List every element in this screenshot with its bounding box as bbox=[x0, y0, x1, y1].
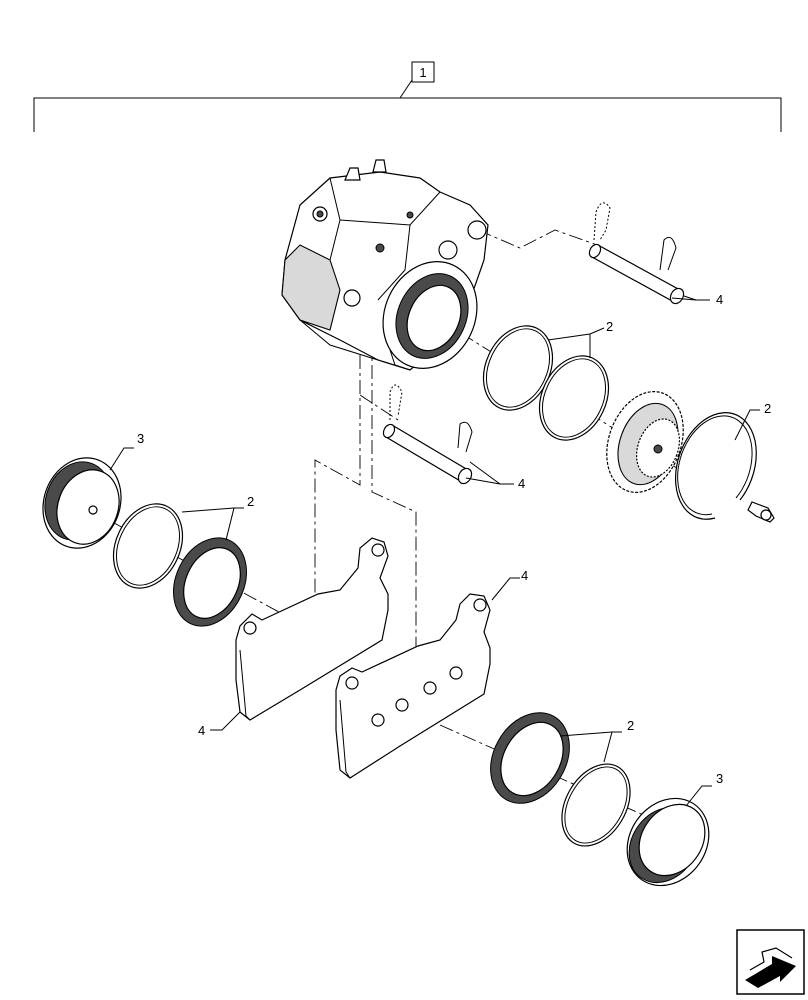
callout-seals-left: 2 bbox=[247, 494, 254, 509]
callout-piston-left: 3 bbox=[137, 431, 144, 446]
pin-middle: 4 bbox=[382, 384, 525, 491]
callout-piston-bottom: 3 bbox=[716, 771, 723, 786]
callout-seals-bottom: 2 bbox=[627, 718, 634, 733]
seals-bottom: 2 bbox=[490, 712, 634, 847]
callout-pins-top: 4 bbox=[716, 292, 723, 307]
callout-pad-back: 4 bbox=[198, 723, 205, 738]
assembly-bracket: 1 bbox=[33, 61, 782, 132]
pin-upper: 4 bbox=[588, 202, 723, 307]
assembly-callout-label: 1 bbox=[419, 65, 426, 80]
seals-left: 2 bbox=[112, 494, 254, 627]
callout-pins-mid: 4 bbox=[518, 476, 525, 491]
caliper-housing bbox=[281, 159, 489, 371]
piston-bottom: 3 bbox=[626, 771, 723, 887]
brake-pad-front: 4 bbox=[335, 568, 528, 779]
callout-ring-right: 2 bbox=[764, 401, 771, 416]
callout-rings-upper: 2 bbox=[606, 319, 613, 334]
brake-pad-back: 4 bbox=[198, 537, 389, 738]
assembly-callout-box bbox=[411, 61, 435, 83]
adjuster-gear bbox=[606, 391, 684, 493]
piston-left: 3 bbox=[42, 431, 144, 549]
snap-ring-right: 2 bbox=[674, 401, 775, 523]
o-rings-upper: 2 bbox=[482, 319, 613, 441]
callout-pad-front: 4 bbox=[521, 568, 528, 583]
arrow-navigation-icon[interactable] bbox=[736, 929, 805, 995]
